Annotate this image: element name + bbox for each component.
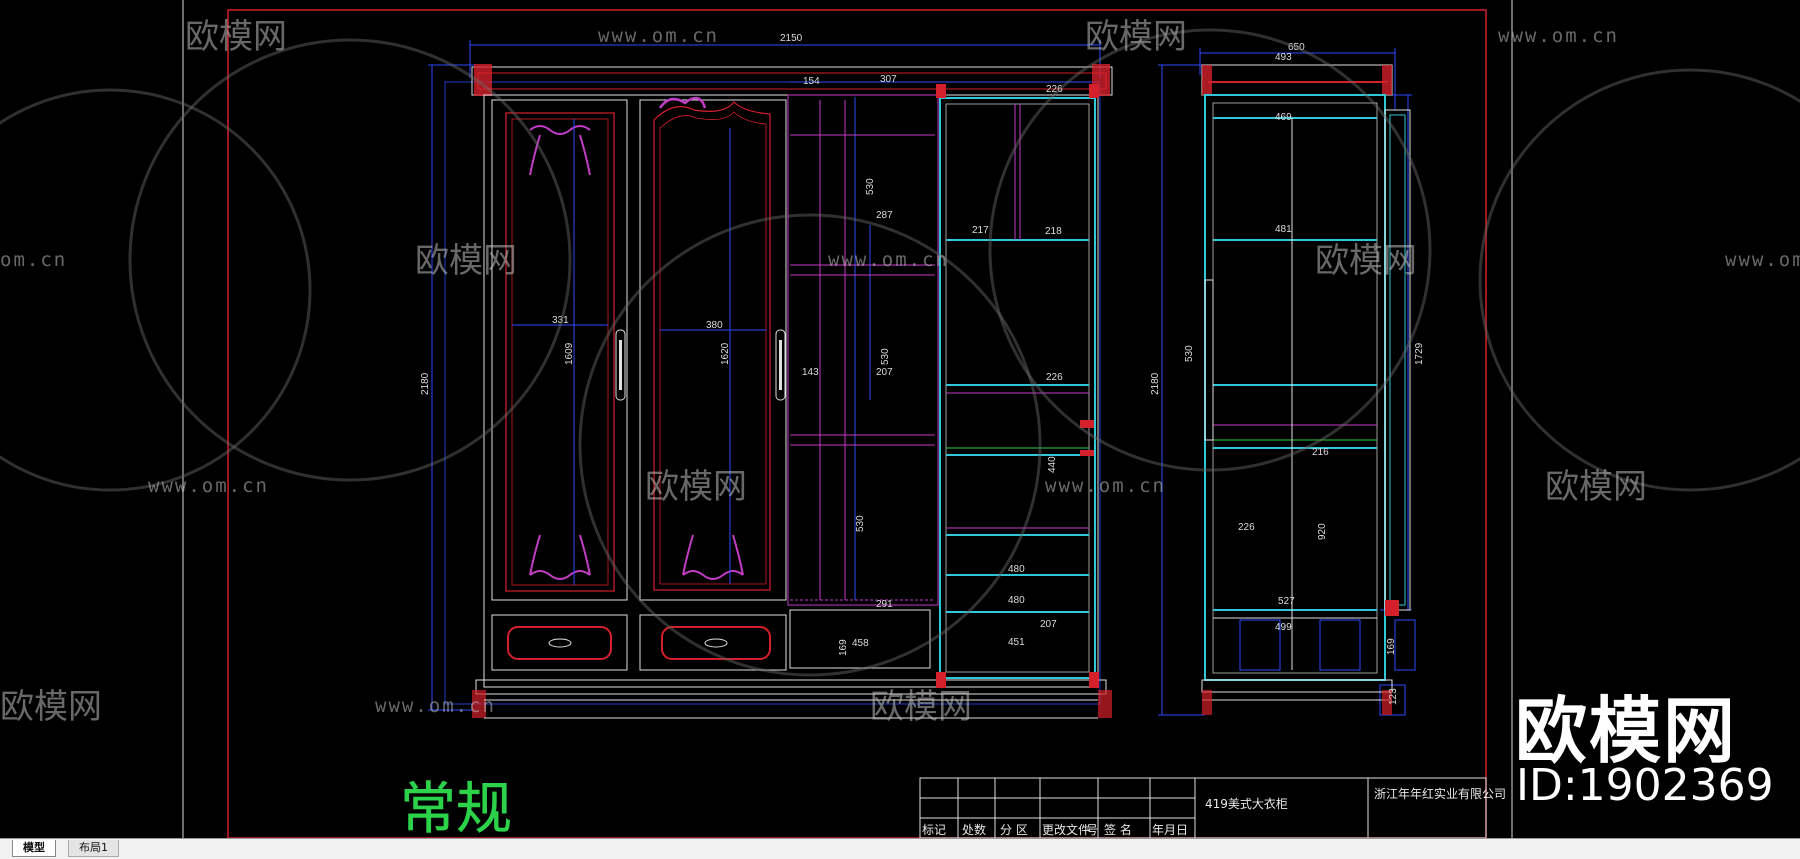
dim-door2-height: 1620 bbox=[720, 342, 731, 365]
dim-side-493: 493 bbox=[1275, 52, 1292, 63]
dim-side-169: 169 bbox=[1386, 638, 1397, 655]
dim-226-top: 226 bbox=[1046, 84, 1063, 95]
dim-door1-height: 1609 bbox=[564, 342, 575, 365]
front-view: 2150 2180 154 307 226 331 1609 380 1620 … bbox=[420, 33, 1113, 719]
watermark-url: om.cn bbox=[0, 249, 67, 271]
watermark-brand: 欧模网 bbox=[415, 241, 517, 281]
watermark-url: www.om.cn bbox=[1045, 475, 1166, 497]
cad-model-space[interactable]: 2150 2180 154 307 226 331 1609 380 1620 … bbox=[0, 0, 1800, 838]
dim-door1-width: 331 bbox=[552, 315, 569, 326]
dim-shelf-530-mid: 530 bbox=[880, 348, 891, 365]
watermark-layer: 欧模网 欧模网 欧模网 欧模网 欧模网 欧模网 欧模网 欧模网 www.om.c… bbox=[0, 17, 1800, 727]
title-block-label-count: 处数 bbox=[962, 822, 986, 837]
title-block-label-no: 号 bbox=[1086, 823, 1098, 837]
watermark-brand: 欧模网 bbox=[1545, 467, 1647, 507]
dim-col-480-a: 480 bbox=[1008, 564, 1025, 575]
title-block-company: 浙江年年红实业有限公司 bbox=[1374, 786, 1506, 801]
dim-side-width: 650 bbox=[1288, 42, 1305, 53]
watermark-url: www.om.cn bbox=[1725, 249, 1800, 271]
cad-drawing[interactable]: 2150 2180 154 307 226 331 1609 380 1620 … bbox=[0, 0, 1800, 838]
dim-overall-width: 2150 bbox=[780, 33, 803, 44]
watermark-url: www.om.cn bbox=[828, 249, 949, 271]
dim-side-481: 481 bbox=[1275, 224, 1292, 235]
title-block-label-sign: 签 名 bbox=[1104, 822, 1132, 837]
title-block-label-mark: 标记 bbox=[922, 823, 946, 837]
title-block-product: 419美式大衣柜 bbox=[1205, 796, 1288, 811]
dim-drawer-458: 458 bbox=[852, 638, 869, 649]
tab-model[interactable]: 模型 bbox=[12, 840, 56, 857]
side-view: 650 493 469 481 1729 530 2180 216 226 92… bbox=[1150, 42, 1425, 716]
dim-side-2180: 2180 bbox=[1150, 372, 1161, 395]
dim-col-480-b: 480 bbox=[1008, 595, 1025, 606]
watermark-brand: 欧模网 bbox=[645, 467, 747, 507]
watermark-brand: 欧模网 bbox=[185, 17, 287, 57]
dim-col-207-low: 207 bbox=[1040, 619, 1057, 630]
drawing-frame bbox=[227, 9, 1487, 838]
annotation-label: 常规 bbox=[400, 777, 512, 838]
title-block-label-zone: 分 区 bbox=[1000, 823, 1028, 837]
dim-drawer-169: 169 bbox=[838, 639, 849, 656]
watermark-big-brand: 欧模网 bbox=[1515, 689, 1738, 773]
watermark-url: www.om.cn bbox=[148, 475, 269, 497]
dim-col-451: 451 bbox=[1008, 637, 1025, 648]
dim-overall-height: 2180 bbox=[420, 372, 431, 395]
watermark-url: www.om.cn bbox=[1498, 25, 1619, 47]
dim-shelf-530-low: 530 bbox=[855, 515, 866, 532]
dim-left-143: 143 bbox=[802, 367, 819, 378]
title-block[interactable]: 419美式大衣柜 浙江年年红实业有限公司 标记 处数 分 区 更改文件 号 签 … bbox=[919, 777, 1506, 838]
dim-drawer-291: 291 bbox=[876, 599, 893, 610]
dim-side-920: 920 bbox=[1317, 523, 1328, 540]
dim-side-123: 123 bbox=[1388, 688, 1399, 705]
dim-shelf-287: 287 bbox=[876, 210, 893, 221]
title-block-label-date: 年月日 bbox=[1152, 823, 1188, 837]
watermark-url: www.om.cn bbox=[598, 25, 719, 47]
dim-shelf-530-top: 530 bbox=[865, 178, 876, 195]
watermark-id: ID:1902369 bbox=[1516, 760, 1774, 811]
dim-side-469: 469 bbox=[1275, 112, 1292, 123]
watermark-brand: 欧模网 bbox=[1315, 241, 1417, 281]
dim-side-216: 216 bbox=[1312, 447, 1329, 458]
dim-col-440: 440 bbox=[1047, 456, 1058, 473]
dim-side-527: 527 bbox=[1278, 596, 1295, 607]
dim-col-218: 218 bbox=[1045, 226, 1062, 237]
dim-307: 307 bbox=[880, 74, 897, 85]
layout-tab-bar: 模型 布局1 bbox=[0, 838, 1800, 859]
dim-door2-width: 380 bbox=[706, 320, 723, 331]
dim-side-226: 226 bbox=[1238, 522, 1255, 533]
watermark-url: www.om.cn bbox=[375, 695, 496, 717]
watermark-brand: 欧模网 bbox=[1085, 17, 1187, 57]
tab-layout1[interactable]: 布局1 bbox=[68, 840, 119, 857]
watermark-brand: 欧模网 bbox=[0, 687, 102, 727]
dim-side-530: 530 bbox=[1184, 345, 1195, 362]
dim-col-217: 217 bbox=[972, 225, 989, 236]
dim-side-499: 499 bbox=[1275, 622, 1292, 633]
dim-side-1729: 1729 bbox=[1414, 342, 1425, 365]
title-block-label-change: 更改文件 bbox=[1042, 822, 1090, 837]
watermark-brand: 欧模网 bbox=[870, 687, 972, 727]
dim-shelf-207-mid: 207 bbox=[876, 367, 893, 378]
dim-154: 154 bbox=[803, 76, 820, 87]
dim-col-226-mid: 226 bbox=[1046, 372, 1063, 383]
